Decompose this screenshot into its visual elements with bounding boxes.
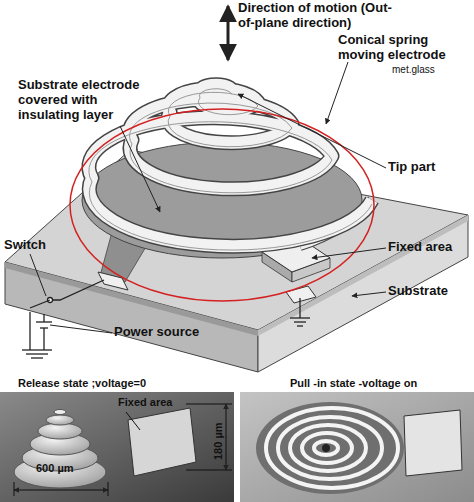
part-label: Substrate electrode covered with insulat… [18, 78, 150, 123]
photo-label: Fixed area [118, 396, 172, 408]
motion-arrow [228, 6, 229, 60]
part-label: Substrate [388, 284, 472, 299]
release-photo [0, 392, 234, 502]
part-label: Tip part [388, 160, 468, 175]
circuit [22, 280, 310, 358]
panel-heading: Pull -in state -voltage on [290, 377, 417, 389]
panel-heading: Release state ;voltage=0 [18, 377, 146, 389]
photo-label: 180 µm [212, 422, 224, 460]
photo-label: 600 µm [36, 462, 74, 474]
part-label: Conical spring moving electrode [338, 33, 463, 63]
part-label: Switch [4, 238, 74, 253]
part-label: met.glass [392, 64, 462, 76]
part-label: Power source [114, 325, 224, 340]
part-label: Fixed area [388, 240, 472, 255]
photo-panel: Pull -in state -voltage on [240, 392, 474, 502]
photo-panel: Release state ;voltage=0Fixed area600 µm… [0, 392, 234, 502]
part-label: Direction of motion (Out-of-plane direct… [238, 1, 408, 31]
pull-in-photo [240, 392, 474, 502]
